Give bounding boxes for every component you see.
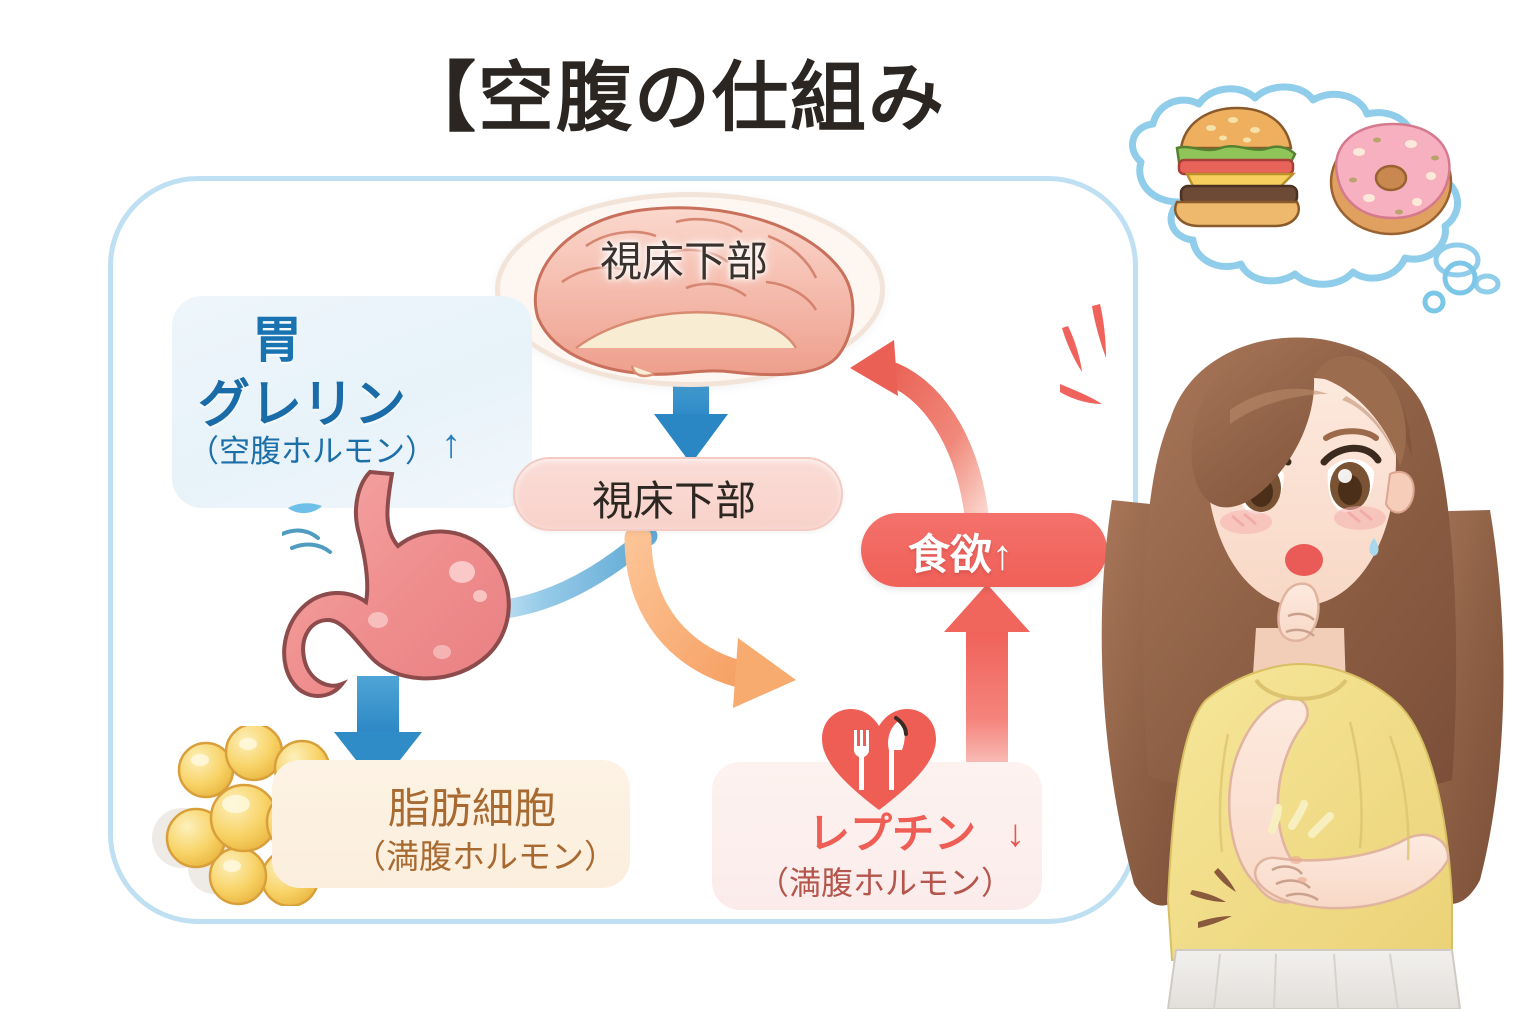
stomach-label: 胃 (252, 312, 302, 368)
anime-girl-character (1060, 260, 1504, 1009)
appetite-label: 食欲↑ (908, 531, 1014, 578)
bubble-dots-icon (1422, 260, 1478, 314)
stomach-icon (282, 469, 511, 698)
fat-cell-sublabel: （満腹ホルモン） (353, 838, 617, 875)
motion-lines-icon (282, 503, 332, 554)
ghrelin-panel (172, 296, 532, 508)
ghrelin-label: グレリン (198, 376, 407, 434)
brain-icon (533, 206, 855, 378)
brain-label: 視床下部 (600, 238, 769, 285)
ghrelin-sublabel: （空腹ホルモン） (188, 434, 436, 469)
emphasis-marks-icon (1060, 304, 1106, 404)
rumble-lines-icon (1190, 800, 1334, 928)
hypothalamus-pill (513, 457, 843, 531)
orange-curved-arrow-icon (624, 524, 796, 708)
heart-fork-knife-icon (822, 709, 936, 810)
donut-icon (1329, 122, 1453, 236)
appetite-pill (861, 513, 1107, 587)
hamburger-icon (1174, 106, 1300, 228)
fat-cell-label: 脂肪細胞 (388, 785, 557, 832)
hypothalamus-label: 視床下部 (592, 478, 756, 524)
leptin-label: レプチン (808, 810, 977, 857)
thought-bubble-icon (1129, 83, 1501, 295)
fat-cell-panel (272, 760, 630, 888)
ghrelin-up-arrow: ↑ (441, 422, 461, 466)
leptin-sublabel: （満腹ホルモン） (757, 865, 1014, 901)
leptin-down-arrow: ↓ (1006, 813, 1025, 855)
page-title: 【空腹の仕組み (400, 56, 946, 141)
red-curved-arrow-icon (850, 340, 990, 540)
